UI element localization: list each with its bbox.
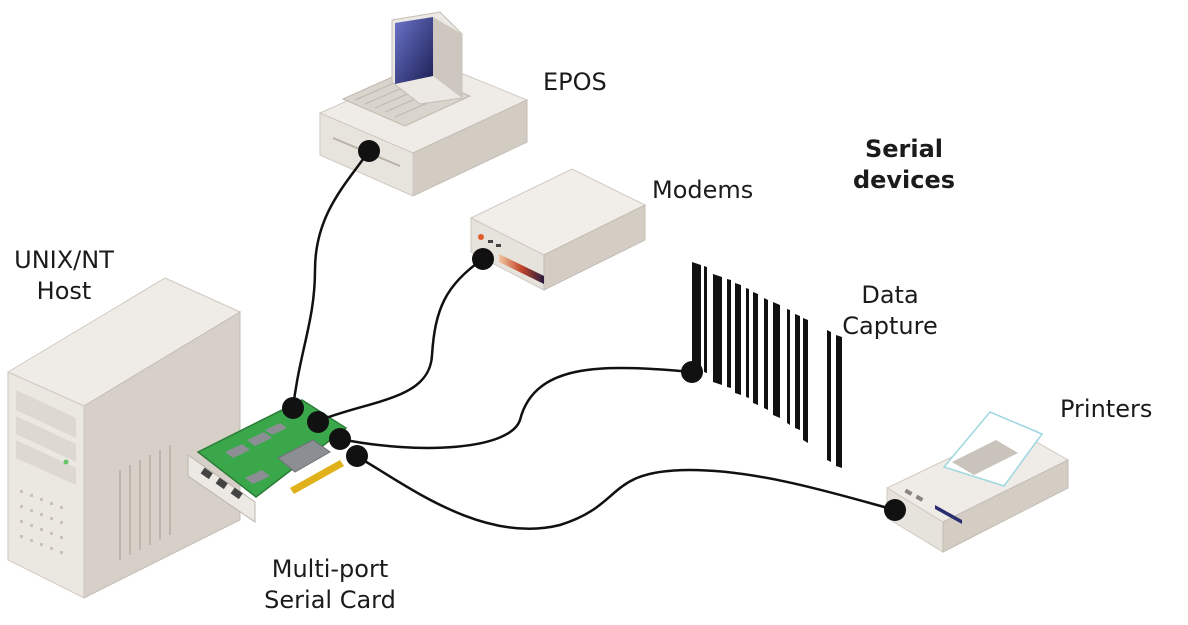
cable-barcode (339, 366, 693, 450)
printer-icon (885, 411, 1070, 553)
cable-printer (355, 454, 896, 531)
barcode-icon (692, 262, 842, 468)
host-tower-icon (6, 277, 242, 599)
connectors (282, 140, 906, 521)
port-connector (346, 445, 368, 467)
barcode-connector (681, 361, 703, 383)
serial-card-label: Multi-port Serial Card (264, 555, 396, 614)
cable-epos (291, 150, 371, 409)
epos-label: EPOS (543, 68, 607, 96)
epos-terminal-icon (318, 11, 529, 197)
modems-label: Modems (652, 176, 754, 204)
data-capture-label: Data Capture (842, 281, 938, 340)
modem-connector (472, 248, 494, 270)
cable-modem (317, 257, 484, 423)
modem-icon (469, 168, 647, 291)
host-label: UNIX/NT Host (14, 246, 114, 305)
serial-devices-heading: Serial devices (852, 135, 956, 194)
port-connector (329, 428, 351, 450)
epos-connector (358, 140, 380, 162)
printer-connector (884, 499, 906, 521)
port-connector (282, 397, 304, 419)
port-connector (307, 411, 329, 433)
cables (291, 150, 896, 531)
printers-label: Printers (1060, 395, 1153, 423)
